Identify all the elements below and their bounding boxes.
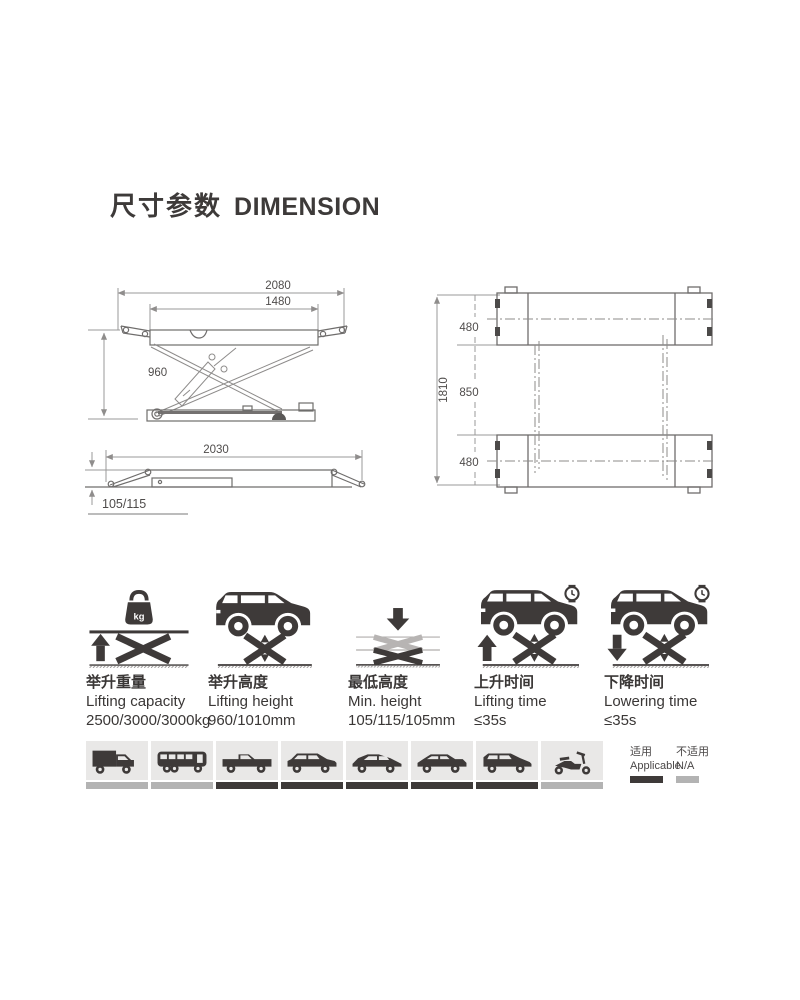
side-view-lowered-drawing: 2030 105/115 — [85, 432, 377, 518]
vehicle-tile-liftback-car — [346, 741, 408, 780]
spec-min-height: 最低高度 Min. height 105/115/105mm — [348, 586, 490, 730]
legend-applicable: 适用 Applicable — [630, 746, 681, 783]
box-truck-icon — [92, 750, 134, 774]
applicability-bar — [86, 782, 148, 789]
page-title-en: DIMENSION — [234, 193, 381, 221]
dim-platform-width-bottom: 480 — [459, 457, 478, 469]
legend-not-applicable-zh: 不适用 — [676, 746, 709, 758]
car-lift-clock-down-icon — [604, 584, 746, 668]
vehicle-tile-coach-bus — [151, 741, 213, 780]
svg-text:kg: kg — [134, 610, 145, 621]
spec-label-en: Lifting time — [474, 693, 547, 710]
pickup-truck-icon — [222, 753, 272, 773]
spec-label-zh: 下降时间 — [604, 674, 665, 691]
spec-label-zh: 最低高度 — [348, 674, 409, 691]
spec-label-zh: 举升高度 — [208, 674, 269, 691]
spec-lifting-height: 举升高度 Lifting height 960/1010mm — [208, 586, 350, 730]
applicability-bar — [411, 782, 473, 789]
min-height-collapse-icon — [348, 586, 490, 668]
vehicle-tile-pickup-truck — [216, 741, 278, 780]
weight-on-lift-icon: kg — [86, 586, 228, 668]
vehicle-tile-sedan-car — [411, 741, 473, 780]
dim-min-height: 105/115 — [102, 497, 146, 511]
vehicle-tile-suv — [281, 741, 343, 780]
page-title: 尺寸参数 DIMENSION — [110, 186, 380, 223]
dim-platform-length: 1480 — [265, 296, 291, 308]
scooter-icon — [554, 750, 591, 775]
applicability-bar — [216, 782, 278, 789]
coach-bus-icon — [157, 751, 207, 773]
dim-inner-track: 850 — [459, 387, 478, 399]
spec-label-en: Lifting capacity — [86, 693, 186, 710]
spec-value: 960/1010mm — [208, 712, 296, 729]
sedan-car-icon — [417, 753, 467, 773]
legend-applicable-zh: 适用 — [630, 746, 652, 758]
spec-label-zh: 上升时间 — [474, 674, 535, 691]
spec-lifting-capacity: kg 举升重量 Lifting capacity 2500/3000/3000k… — [86, 586, 228, 730]
spec-lowering-time: 下降时间 Lowering time ≤35s — [604, 584, 746, 730]
side-view-raised-drawing: 2080 1480 960 — [88, 272, 370, 424]
vehicle-tile-box-truck — [86, 741, 148, 780]
legend-applicable-en: Applicable — [630, 759, 681, 772]
suv-icon — [287, 752, 337, 773]
dim-overall-width: 1810 — [438, 377, 450, 403]
vehicle-tile-hatchback-car — [476, 741, 538, 780]
spec-lifting-time: 上升时间 Lifting time ≤35s — [474, 584, 616, 730]
applicability-bar — [476, 782, 538, 789]
spec-value: ≤35s — [604, 712, 637, 729]
car-on-lift-icon — [208, 586, 350, 668]
legend-not-applicable-bar — [676, 776, 699, 783]
spec-value: ≤35s — [474, 712, 507, 729]
spec-label-en: Lowering time — [604, 693, 698, 710]
car-lift-clock-up-icon — [474, 584, 616, 668]
liftback-car-icon — [352, 753, 402, 773]
vehicle-tile-scooter — [541, 741, 603, 780]
dim-drive-on-length: 2030 — [203, 444, 229, 456]
legend-applicable-bar — [630, 776, 663, 783]
spec-label-en: Min. height — [348, 693, 422, 710]
hatchback-car-icon — [483, 752, 532, 773]
legend-not-applicable: 不适用 N/A — [676, 746, 709, 783]
dim-overall-length: 2080 — [265, 280, 291, 292]
applicability-bar — [281, 782, 343, 789]
dim-platform-width-top: 480 — [459, 322, 478, 334]
spec-value: 105/115/105mm — [348, 712, 456, 729]
applicability-bar — [541, 782, 603, 789]
legend-not-applicable-en: N/A — [676, 759, 695, 772]
page-title-zh: 尺寸参数 — [110, 191, 223, 221]
dim-raised-height: 960 — [148, 367, 167, 379]
applicability-bar — [151, 782, 213, 789]
applicability-bar — [346, 782, 408, 789]
spec-value: 2500/3000/3000kg — [86, 712, 211, 729]
spec-label-zh: 举升重量 — [86, 674, 147, 691]
spec-label-en: Lifting height — [208, 693, 294, 710]
top-view-drawing: 1810 480 850 480 — [425, 283, 717, 495]
